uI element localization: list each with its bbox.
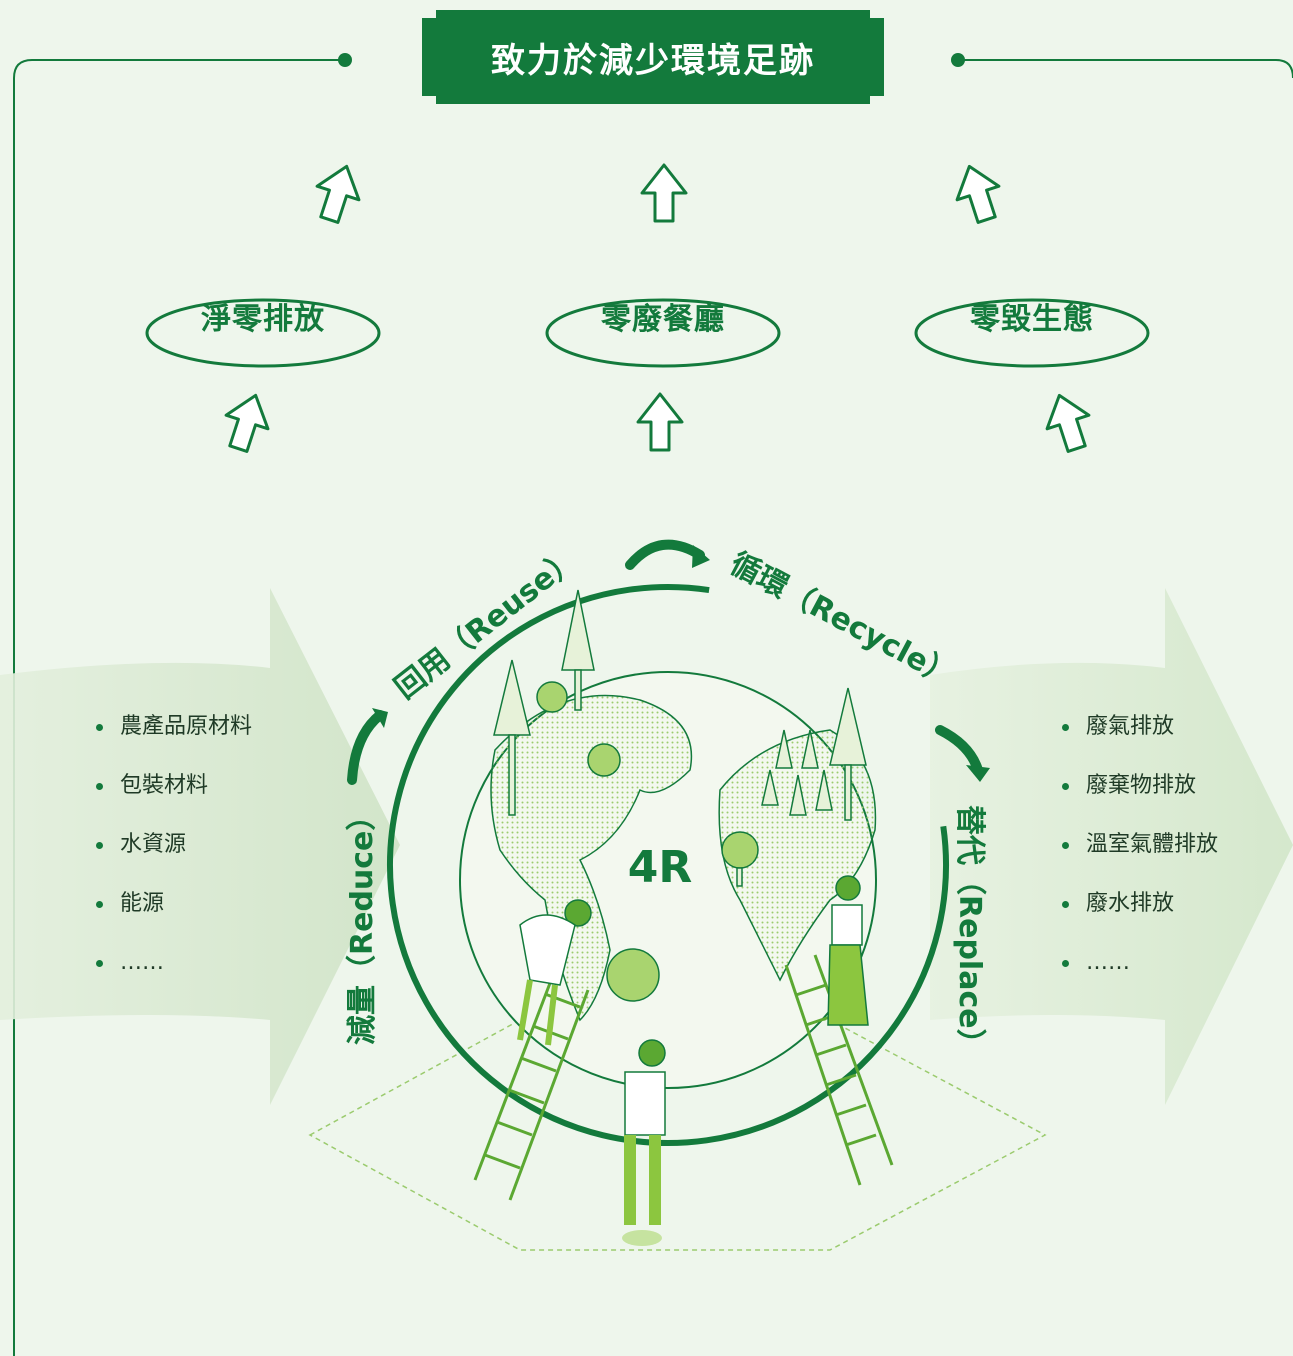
input-list: 農產品原材料 包裝材料 水資源 能源 …… — [96, 712, 252, 1007]
frame-line-right — [958, 59, 1293, 79]
label-replace: 替代（Replace） — [952, 805, 987, 1059]
input-item: 能源 — [96, 889, 252, 948]
frame-line-left — [13, 59, 345, 1356]
goal-ellipse-zero-waste — [545, 298, 781, 368]
input-arrow-band — [0, 588, 400, 1105]
cycle-ring — [387, 584, 949, 1146]
input-item: 農產品原材料 — [96, 712, 252, 771]
frame-dot-right — [951, 53, 965, 67]
output-item: 溫室氣體排放 — [1062, 830, 1218, 889]
ladder-left — [473, 969, 590, 1201]
person-center — [622, 1039, 666, 1246]
continent-eurasia — [718, 729, 877, 982]
output-item: 廢氣排放 — [1062, 712, 1218, 771]
output-arrow-band — [930, 588, 1293, 1105]
up-arrow-icon — [640, 163, 688, 223]
cycle-arrow-recycle-to-replace — [935, 725, 983, 775]
output-item: …… — [1062, 948, 1218, 1007]
cycle-arrow-reuse-to-recycle — [625, 539, 705, 570]
goal-zero-ecology-damage: 零毀生態 — [970, 302, 1094, 337]
output-list: 廢氣排放 廢棄物排放 溫室氣體排放 廢水排放 …… — [1062, 712, 1218, 1007]
label-recycle: 循環（Recycle） — [724, 546, 960, 694]
input-item: …… — [96, 948, 252, 1007]
up-arrow-icon — [315, 164, 361, 224]
label-reuse: 回用（Reuse） — [388, 541, 585, 706]
up-arrow-icon — [1045, 393, 1091, 453]
goal-net-zero: 淨零排放 — [201, 302, 325, 337]
continent-americas — [490, 694, 693, 1022]
goal-zero-waste-restaurant: 零廢餐廳 — [601, 302, 725, 337]
input-item: 包裝材料 — [96, 771, 252, 830]
ground-diamond — [308, 1019, 1047, 1251]
output-item: 廢水排放 — [1062, 889, 1218, 948]
up-arrow-icon — [224, 393, 270, 453]
up-arrow-icon — [955, 164, 1001, 224]
cycle-arrow-reduce-to-reuse — [347, 710, 385, 785]
goal-ellipse-zero-ecology — [914, 298, 1150, 368]
person-right — [827, 875, 869, 1026]
label-reduce: 減量（Reduce） — [345, 801, 380, 1045]
up-arrows — [224, 163, 1091, 453]
goal-ellipse-net-zero — [145, 298, 381, 368]
center-label-4r: 4R — [627, 842, 693, 893]
up-arrow-icon — [636, 392, 684, 452]
person-left — [517, 899, 592, 1046]
input-item: 水資源 — [96, 830, 252, 889]
tree-group — [493, 589, 867, 1002]
ladder-right — [784, 954, 894, 1186]
page-title: 致力於減少環境足跡 — [422, 10, 884, 104]
output-item: 廢棄物排放 — [1062, 771, 1218, 830]
frame-dot-left — [338, 53, 352, 67]
